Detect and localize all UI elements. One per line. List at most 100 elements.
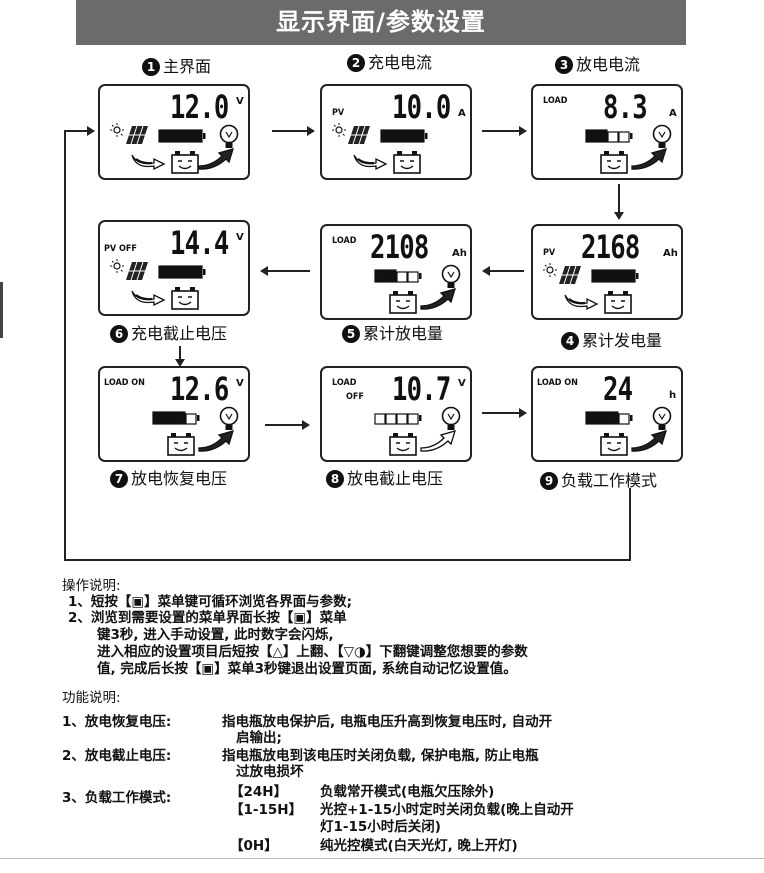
function-item3-label: 3、负载工作模式: (62, 790, 172, 806)
arrowhead-6-to-7 (175, 359, 185, 367)
lcd-unit: A (458, 108, 466, 119)
lcd-tag: LOAD ON (537, 378, 578, 388)
step-number-badge: 7 (110, 470, 128, 488)
operation-line-5: 值, 完成后长按【▣】菜单3秒键退出设置页面, 系统自动记忆设置值。 (97, 661, 517, 677)
lcd-tag: LOAD (543, 96, 568, 106)
battery-level-icon (380, 128, 428, 147)
charge-flow-arrow-icon (130, 288, 166, 310)
charge-flow-arrow-icon (352, 152, 388, 174)
loop-line-in (64, 130, 88, 132)
operation-line-3: 键3秒, 进入手动设置, 此时数字会闪烁, (97, 627, 334, 643)
operation-line-2: 2、浏览到需要设置的菜单界面长按【▣】菜单 (68, 610, 347, 626)
lcd-tag: LOAD (332, 378, 357, 388)
arrowhead-4-to-5 (482, 266, 490, 276)
arrow-8-to-9 (482, 412, 524, 414)
battery-level-icon (591, 268, 639, 287)
battery-face-icon (599, 432, 629, 460)
battery-level-icon (158, 128, 206, 147)
battery-level-icon (585, 410, 633, 429)
battery-face-icon (388, 290, 418, 318)
mode-24h-key: 【24H】 (230, 784, 288, 800)
step-number-badge: 1 (142, 58, 160, 76)
arrow-3-to-4 (618, 184, 620, 214)
arrowhead-7-to-8 (302, 420, 310, 430)
mode-1-15h-desc-1: 光控+1-15小时定时关闭负载(晚上自动开 (320, 802, 574, 818)
bulb-icon (218, 406, 240, 436)
discharge-flow-arrow-icon (631, 148, 669, 174)
lcd-tag: LOAD ON (104, 378, 145, 388)
lcd-unit: h (669, 390, 677, 401)
caption-text: 充电电流 (368, 53, 433, 72)
arrowhead-1-to-2 (307, 126, 315, 136)
arrow-4-to-5 (488, 270, 524, 272)
lcd-tag-2: OFF (346, 392, 364, 402)
charge-flow-arrow-icon (130, 152, 166, 174)
mode-1-15h-desc-2: 灯1-15小时后关闭) (320, 819, 441, 835)
lcd-tag: PV (332, 108, 345, 118)
arrowhead-3-to-4 (614, 212, 624, 220)
caption-text: 负载工作模式 (561, 471, 658, 490)
lcd-unit: Ah (663, 248, 678, 259)
lcd-value: 12.0 (170, 88, 229, 126)
arrow-7-to-8 (265, 424, 307, 426)
lcd-tag: PV (543, 248, 556, 258)
battery-level-icon (374, 410, 422, 429)
mode-24h-desc: 负载常开模式(电瓶欠压除外) (320, 784, 495, 800)
battery-face-icon (170, 286, 200, 314)
arrowhead-9-to-1 (87, 126, 95, 136)
discharge-flow-arrow-icon (198, 430, 236, 456)
bulb-icon (440, 264, 462, 294)
step-number-badge: 3 (555, 56, 573, 74)
caption-text: 主界面 (163, 57, 212, 76)
discharge-flow-arrow-icon (198, 148, 236, 174)
step-number-badge: 9 (540, 472, 558, 490)
lcd-value: 8.3 (603, 88, 648, 126)
step-number-badge: 4 (561, 332, 579, 350)
lcd-tag: LOAD (332, 236, 357, 246)
battery-face-icon (599, 150, 629, 178)
solar-panel-icon (332, 122, 372, 152)
bulb-icon (651, 406, 673, 436)
step-number-badge: 6 (110, 325, 128, 343)
discharge-flow-arrow-icon (420, 288, 458, 314)
bulb-icon (218, 124, 240, 154)
arrow-5-to-6 (266, 270, 310, 272)
mode-0h-desc: 纯光控模式(白天光灯, 晚上开灯) (320, 838, 518, 854)
left-edge-bar (0, 282, 3, 338)
lcd-value: 10.0 (392, 88, 451, 126)
function-item1-text-1: 指电瓶放电保护后, 电瓶电压升高到恢复电压时, 自动开 (222, 714, 553, 730)
loop-line-down (629, 488, 631, 560)
caption-text: 放电截止电压 (347, 469, 444, 488)
battery-level-icon (585, 128, 633, 147)
function-item1-label: 1、放电恢复电压: (62, 714, 172, 730)
battery-face-icon (170, 150, 200, 178)
lcd-unit: V (458, 378, 466, 389)
step-number-badge: 8 (326, 470, 344, 488)
lcd-value: 2168 (581, 228, 640, 266)
arrow-1-to-2 (272, 130, 312, 132)
lcd-unit: V (236, 378, 244, 389)
solar-panel-icon (543, 262, 583, 292)
caption-text: 放电恢复电压 (131, 469, 228, 488)
battery-face-icon (166, 432, 196, 460)
function-title: 功能说明: (62, 690, 121, 706)
function-item2-label: 2、放电截止电压: (62, 748, 172, 764)
battery-level-icon (158, 264, 206, 283)
caption-text: 放电电流 (576, 55, 641, 74)
loop-line-bottom (64, 559, 631, 561)
